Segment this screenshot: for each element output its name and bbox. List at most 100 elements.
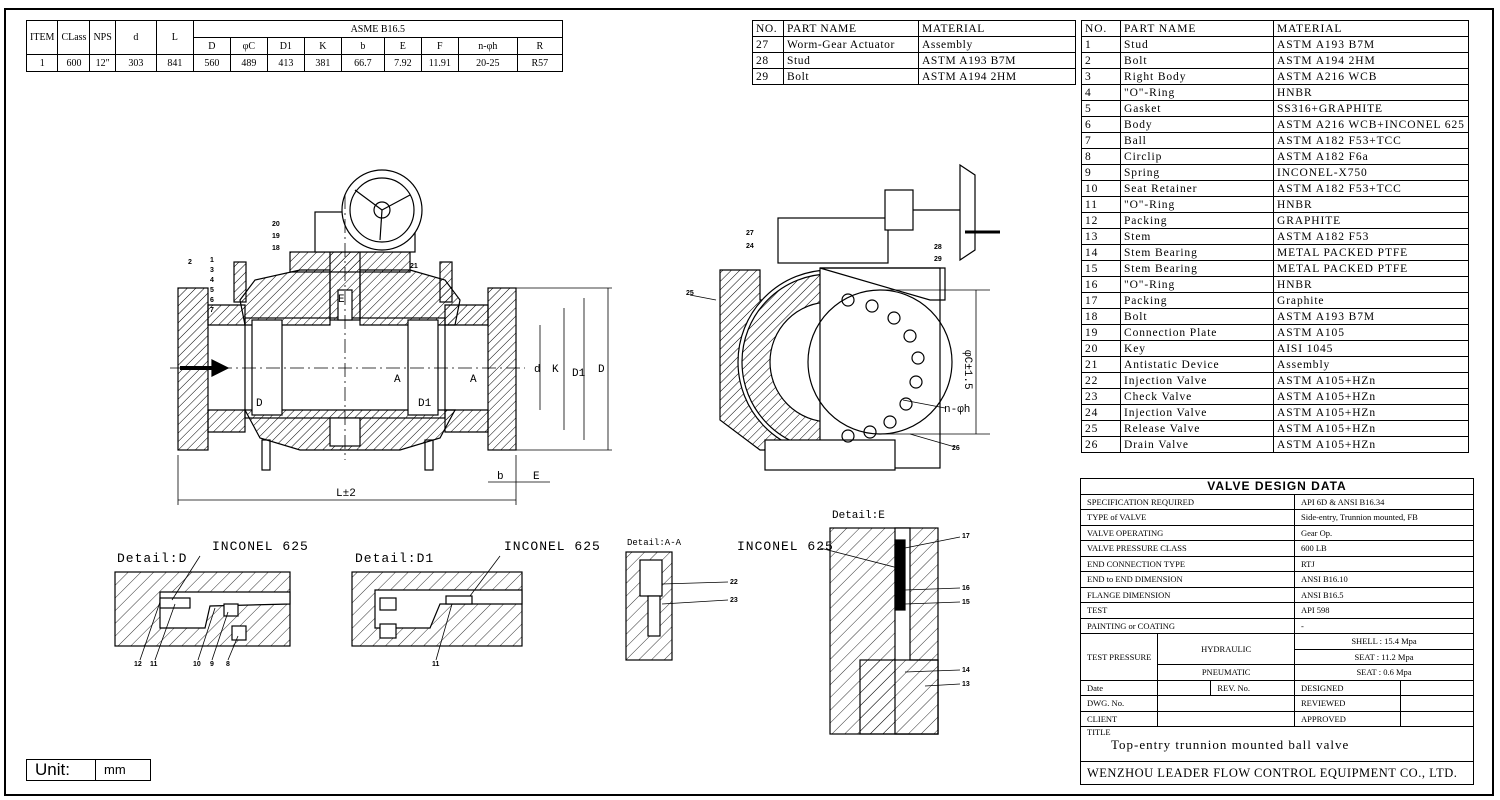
front-view-labels: L±2 b E d K D1 D A A D D1 E 2 1 3 4 5 6 … xyxy=(188,221,605,500)
front-section-view xyxy=(170,169,612,505)
col-part-name: PART NAME xyxy=(1120,20,1274,37)
detail-d-title: Detail:D xyxy=(117,551,187,566)
detail-d1 xyxy=(351,555,523,661)
callout-21: 21 xyxy=(410,263,418,270)
cell: 1 xyxy=(25,54,59,72)
detail-d-labels: Detail:D INCONEL 625 12 11 10 9 8 xyxy=(117,539,309,668)
part-material: ASTM A194 2HM xyxy=(918,68,1076,85)
callout-17: 17 xyxy=(962,533,970,540)
col-part-name: PART NAME xyxy=(783,20,919,37)
detail-aa xyxy=(625,551,729,661)
hydraulic-label: HYDRAULIC xyxy=(1157,633,1295,665)
callout-5: 5 xyxy=(210,287,214,294)
part-material: ASTM A193 B7M xyxy=(1273,308,1469,325)
title-block: TITLE Top-entry trunnion mounted ball va… xyxy=(1080,726,1474,762)
company-name: WENZHOU LEADER FLOW CONTROL EQUIPMENT CO… xyxy=(1080,761,1474,785)
callout-19: 19 xyxy=(272,233,280,240)
callout-3: 3 xyxy=(210,267,214,274)
dimension-table: ITEM CLass NPS d L ASME B16.5 D φC D1 K … xyxy=(25,20,563,72)
part-material: ASTM A193 B7M xyxy=(918,52,1076,69)
callout-2: 2 xyxy=(188,259,192,266)
part-material: ASTM A182 F53+TCC xyxy=(1273,180,1469,197)
part-no: 26 xyxy=(1081,436,1121,453)
col-nps: NPS xyxy=(89,20,116,55)
col-l: L xyxy=(155,20,194,55)
col-class: CLass xyxy=(57,20,91,55)
part-part: Right Body xyxy=(1120,68,1274,85)
cell: 20-25 xyxy=(457,54,518,72)
dim-d-label: d xyxy=(534,364,541,376)
part-part: Connection Plate xyxy=(1120,324,1274,341)
part-part: Seat Retainer xyxy=(1120,180,1274,197)
part-no: 10 xyxy=(1081,180,1121,197)
callout-8: 8 xyxy=(226,661,230,668)
drawing-title: Top-entry trunnion mounted ball valve xyxy=(1111,737,1350,752)
part-material: ASTM A105+HZn xyxy=(1273,436,1469,453)
dim-nh-label: n-φh xyxy=(944,404,970,416)
dim-e-label: E xyxy=(533,471,540,483)
callout-11-d1: 11 xyxy=(432,661,440,668)
inconel-note-2: INCONEL 625 xyxy=(504,539,601,554)
callout-28: 28 xyxy=(934,244,942,251)
unit-box: Unit: mm xyxy=(26,759,151,781)
part-no: 23 xyxy=(1081,388,1121,405)
callout-1: 1 xyxy=(210,257,214,264)
part-part: "O"-Ring xyxy=(1120,276,1274,293)
callout-27: 27 xyxy=(746,230,754,237)
dim-b-label: b xyxy=(497,471,504,483)
callout-20: 20 xyxy=(272,221,280,228)
part-part: Release Valve xyxy=(1120,420,1274,437)
callout-25: 25 xyxy=(686,290,694,297)
part-part: Check Valve xyxy=(1120,388,1274,405)
detail-e xyxy=(819,527,961,735)
part-material: HNBR xyxy=(1273,276,1469,293)
dim-d1-label: D1 xyxy=(572,368,586,380)
cell: 489 xyxy=(229,54,268,72)
part-no: 28 xyxy=(752,52,784,69)
inconel-note-1: INCONEL 625 xyxy=(212,539,309,554)
part-material: Assembly xyxy=(918,36,1076,53)
callout-23: 23 xyxy=(730,597,738,604)
valve-design-data: VALVE DESIGN DATA SPECIFICATION REQUIRED… xyxy=(1079,478,1475,785)
callout-15: 15 xyxy=(962,599,970,606)
part-material: ASTM A194 2HM xyxy=(1273,52,1469,69)
drawing-frame xyxy=(4,8,1494,796)
dim-dd-label: D xyxy=(598,364,605,376)
detail-e-title: Detail:E xyxy=(832,510,885,522)
part-material: METAL PACKED PTFE xyxy=(1273,244,1469,261)
bolt-circle xyxy=(841,293,925,443)
title-label: TITLE xyxy=(1087,727,1111,737)
part-material: Graphite xyxy=(1273,292,1469,309)
cell: 66.7 xyxy=(340,54,385,72)
cell: 303 xyxy=(114,54,157,72)
cell: 381 xyxy=(303,54,342,72)
part-part: Bolt xyxy=(783,68,919,85)
callout-16: 16 xyxy=(962,585,970,592)
section-a-left: A xyxy=(394,374,401,386)
callout-26: 26 xyxy=(952,445,960,452)
col-no: NO. xyxy=(752,20,784,37)
mark-d: D xyxy=(256,398,263,410)
cell: R57 xyxy=(516,54,563,72)
callout-6: 6 xyxy=(210,297,214,304)
callout-14: 14 xyxy=(962,667,970,674)
col-material: MATERIAL xyxy=(918,20,1076,37)
detail-aa-labels: Detail:A-A 22 23 xyxy=(627,538,738,604)
part-part: Stem xyxy=(1120,228,1274,245)
